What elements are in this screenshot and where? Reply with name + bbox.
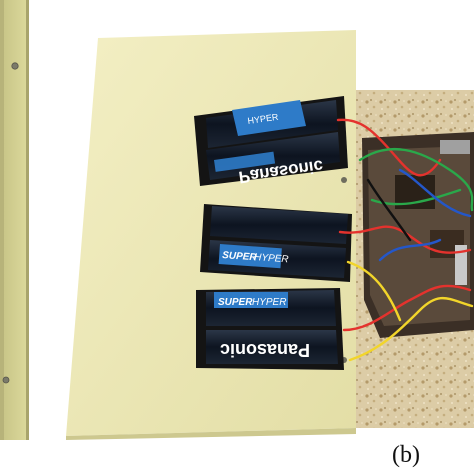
battery-holder-bottom: SUPER HYPER Panasonic: [196, 288, 344, 370]
battery-holder-middle: SUPER HYPER: [200, 204, 352, 282]
screw-icon: [11, 62, 19, 70]
battery-holder-top: HYPER Panasonic: [194, 96, 348, 187]
battery-label-super: SUPER: [218, 297, 253, 308]
left-panel: [0, 0, 29, 440]
wires: [336, 118, 474, 362]
battery-label-hyper: HYPER: [247, 112, 280, 126]
figure-caption: (b): [392, 442, 420, 468]
battery-label-hyper: HYPER: [252, 297, 286, 308]
battery-label-hyper: HYPER: [254, 252, 289, 265]
screw-icon: [341, 177, 347, 183]
circuit-board: [362, 132, 474, 338]
battery-label-brand: Panasonic: [220, 340, 310, 360]
screw-icon: [2, 376, 10, 384]
battery-label-super: SUPER: [222, 250, 258, 263]
